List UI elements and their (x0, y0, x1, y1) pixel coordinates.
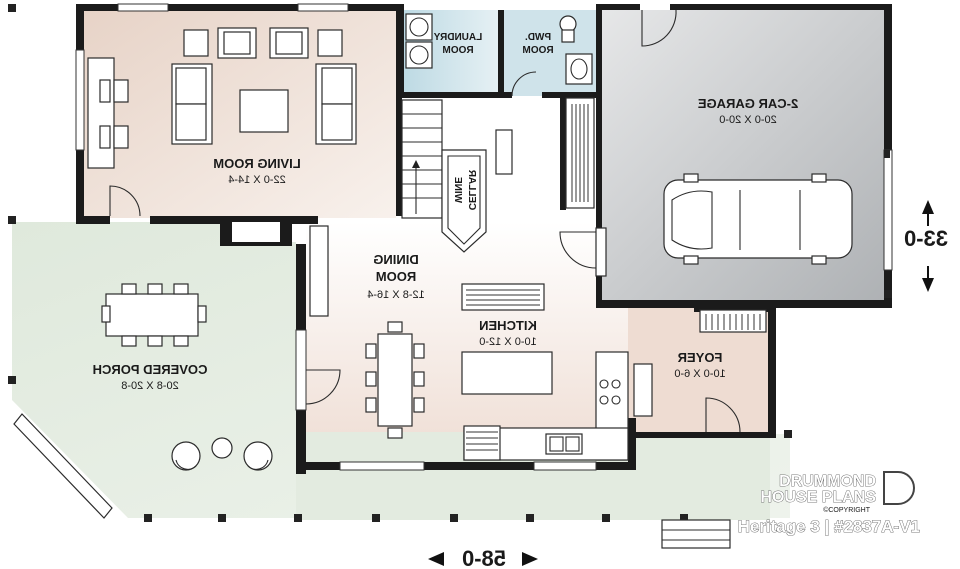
depth-dimension: 33-0 (904, 226, 948, 251)
foyer-name: FOYER (677, 350, 722, 365)
living-room-size: 22-0 X 14-4 (228, 174, 285, 186)
porch-posts (8, 4, 892, 522)
closet-rod (571, 104, 589, 202)
porch-name: COVERED PORCH (93, 362, 208, 377)
cellar-label-2: WINE (452, 177, 463, 203)
kitchen-size: 10-0 X 12-0 (479, 336, 536, 348)
staircase (401, 99, 513, 253)
plan-title: Heritage 3 | #2837A-V1 (738, 517, 920, 536)
laundry-label-1: LAUNDRY (433, 32, 482, 43)
dining-label-1: DINING (373, 252, 419, 267)
dining-size: 12-8 X 16-4 (367, 289, 424, 301)
arrow-down-icon (922, 278, 934, 292)
brand-line-1: DRUMMOND (779, 473, 876, 490)
powder-label-2: ROOM (522, 45, 553, 56)
arrow-up-icon (922, 200, 934, 214)
garage-size: 20-0 X 20-0 (719, 114, 776, 126)
laundry-label-2: ROOM (442, 45, 473, 56)
vehicle (663, 173, 853, 265)
brand-watermark: DRUMMOND HOUSE PLANS ©COPYRIGHT Heritage… (737, 471, 920, 536)
brand-line-2: HOUSE PLANS (760, 489, 876, 506)
garage-name: 2-CAR GARAGE (697, 96, 798, 111)
living-room-furniture (87, 27, 357, 169)
dining-set (309, 225, 425, 439)
arrow-right-icon (522, 552, 538, 566)
foyer-size: 10-0 X 6-0 (674, 368, 725, 380)
porch-size: 20-8 X 20-8 (121, 380, 178, 392)
powder-label-1: PWD. (525, 32, 551, 43)
kitchen-fixtures (461, 283, 653, 461)
laundry-fixtures (405, 13, 593, 97)
brand-copyright: ©COPYRIGHT (823, 506, 870, 514)
dining-label-2: ROOM (376, 269, 416, 284)
living-room-name: LIVING ROOM (213, 156, 300, 171)
kitchen-name: KITCHEN (479, 318, 537, 333)
porch-floor (12, 222, 790, 518)
width-dimension: 58-0 (462, 546, 506, 569)
porch-furniture (13, 283, 273, 519)
cellar-label-1: CELLAR (466, 169, 477, 210)
foyer-fixtures (699, 309, 767, 433)
brand-logo (883, 471, 915, 505)
arrow-left-icon (428, 552, 444, 566)
